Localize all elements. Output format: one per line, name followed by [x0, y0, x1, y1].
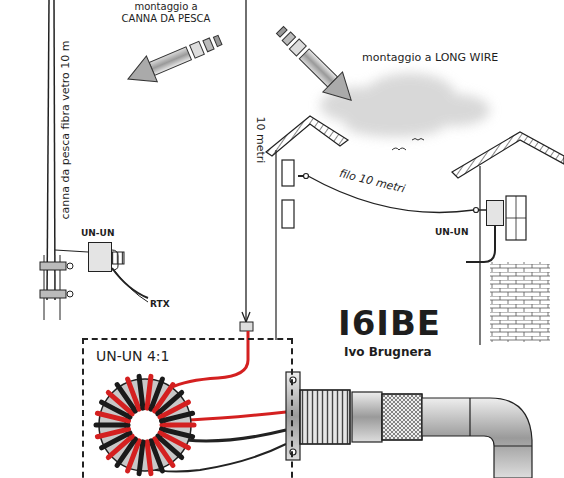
birds [392, 139, 424, 151]
winding [96, 423, 128, 428]
node-label: UN-UN [435, 227, 468, 237]
radiator-wire [240, 0, 253, 331]
direction-arrow [122, 27, 225, 92]
right-angle-adapter [422, 398, 532, 478]
winding [128, 379, 139, 409]
winding [147, 376, 151, 408]
winding [97, 429, 128, 437]
winding [162, 423, 194, 428]
direction-arrow [270, 20, 361, 110]
dimension-label: 10 metri [254, 117, 267, 164]
so239-socket [286, 372, 350, 460]
winding [162, 413, 193, 421]
rod-label: canna da pesca fibra vetro 10 m [60, 41, 73, 220]
callsign: I6IBE [338, 304, 441, 343]
node-label: UN-UN 4:1 [96, 348, 169, 364]
balun-housing: UN-UN 4:1 [82, 338, 293, 478]
winding [139, 376, 143, 408]
fishing-rod [40, 0, 148, 320]
winding [147, 442, 151, 474]
winding [151, 441, 162, 471]
toroid-core [96, 376, 194, 473]
right-house [452, 132, 564, 345]
balun-box: UN-UN [88, 242, 112, 272]
port-label: RTX [150, 299, 170, 309]
mount-caption: montaggio a LONG WIRE [362, 52, 498, 65]
node-label: UN-UN [81, 228, 114, 238]
balun-box: UN-UN [486, 200, 504, 226]
mount-caption: montaggio a CANNA DA PESCA [118, 1, 214, 24]
left-house [266, 116, 348, 340]
wire-label: filo 10 metri [338, 168, 406, 197]
winding [139, 442, 143, 474]
author-name: Ivo Brugnera [344, 346, 432, 360]
pl259-plug [352, 392, 422, 442]
